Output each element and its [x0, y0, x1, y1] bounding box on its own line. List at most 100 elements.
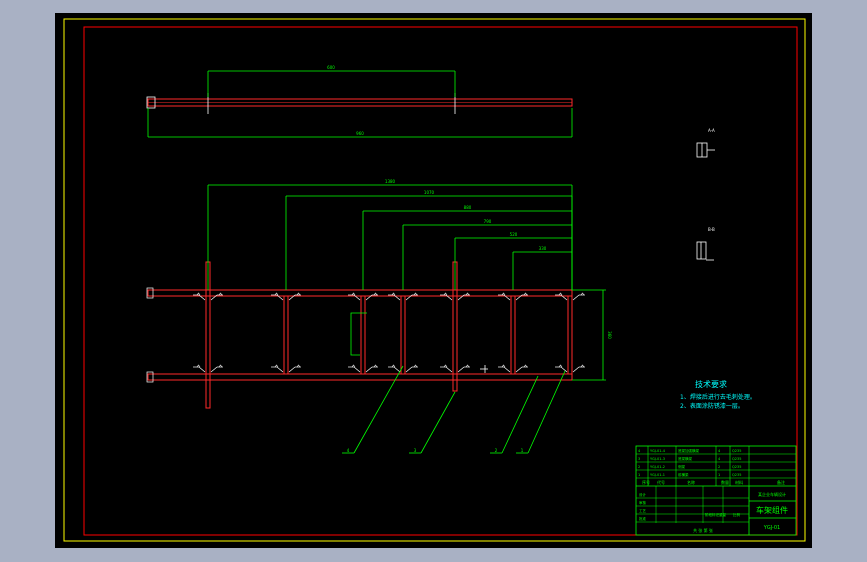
parts-cell-no: 4 — [638, 449, 641, 453]
weld-symbol — [193, 292, 206, 301]
weld-symbol — [271, 364, 284, 373]
weld-symbol — [271, 292, 284, 301]
sign-label: 工艺 — [639, 508, 647, 513]
weld-symbol — [572, 292, 585, 301]
cross-member — [360, 295, 366, 375]
header-no: 序号 — [642, 479, 650, 485]
signature-grid: 设计审核工艺批准阶段标记重量比例 — [636, 486, 749, 523]
plan-dimension-label: 330 — [539, 246, 547, 251]
parts-cell-code: YGJ-01-1 — [650, 473, 665, 477]
weld-symbol — [555, 292, 568, 301]
weld-symbol — [388, 364, 401, 373]
weld-symbol — [498, 364, 511, 373]
top-dim-upper: 600 — [327, 65, 335, 70]
weld-symbol — [348, 292, 361, 301]
scale-label: 比例 — [733, 512, 741, 517]
drawing-number: YGJ-01 — [763, 525, 780, 531]
parts-cell-qty: 2 — [718, 465, 720, 469]
weld-symbol — [193, 364, 206, 373]
cross-member — [510, 295, 516, 375]
part-balloon: 2 — [495, 448, 498, 453]
sign-label: 批准 — [639, 516, 647, 521]
weld-symbol — [288, 364, 301, 373]
weld-symbol — [365, 292, 378, 301]
parts-cell-code: YGJ-01-2 — [650, 465, 665, 469]
cross-members — [205, 261, 573, 409]
top-dim-lower: 960 — [356, 131, 364, 136]
weld-symbols — [193, 292, 585, 373]
parts-cell-material: Q235 — [732, 473, 741, 477]
tech-notes-line-1: 1、焊接后进行去毛刺处理。 — [680, 393, 756, 401]
outer-frame — [63, 18, 806, 542]
cross-member — [567, 295, 573, 375]
cross-member — [400, 295, 406, 375]
header-code: 代号 — [657, 479, 665, 485]
part-leaders: 4 3 2 1 — [342, 365, 566, 454]
technical-requirements: 技术要求 1、焊接后进行去毛刺处理。 2、表面涂防锈漆一层。 — [680, 379, 756, 410]
plan-dimension-label: 880 — [464, 205, 472, 210]
parts-cell-code: YGJ-01-4 — [650, 449, 666, 453]
weld-symbol — [440, 292, 453, 301]
side-beam-upper — [147, 289, 573, 297]
weld-symbol — [515, 292, 528, 301]
sheet-label: 共 张 第 张 — [693, 527, 713, 533]
tech-notes-title: 技术要求 — [695, 379, 727, 389]
part-balloon: 3 — [414, 448, 417, 453]
parts-cell-qty: 4 — [718, 457, 721, 461]
weld-symbol — [210, 292, 223, 301]
weld-symbol — [365, 364, 378, 373]
parts-cell-name: 侧梁 — [678, 464, 686, 469]
top-view: 600 960 — [146, 65, 573, 138]
inner-frame — [83, 26, 798, 536]
weld-symbol — [457, 364, 470, 373]
section-bb: B-B — [696, 227, 715, 261]
parts-cell-no: 1 — [638, 473, 640, 477]
parts-cell-code: YGJ-01-3 — [650, 457, 665, 461]
sign-label: 审核 — [639, 500, 647, 505]
weld-symbol — [440, 364, 453, 373]
weld-symbol — [555, 364, 568, 373]
part-balloon: 4 — [347, 448, 350, 453]
parts-cell-material: Q235 — [732, 449, 741, 453]
parts-cell-qty: 1 — [718, 473, 720, 477]
weld-symbol — [210, 364, 223, 373]
side-beam-lower — [147, 373, 573, 381]
weld-symbol — [405, 292, 418, 301]
company-name: 某企业车辆设计 — [758, 491, 786, 497]
sign-label: 设计 — [639, 492, 647, 497]
plan-dim-width: 360 — [607, 331, 612, 339]
weld-symbol — [348, 364, 361, 373]
plan-dimension-label: 1070 — [424, 190, 435, 195]
section-aa: A-A — [696, 128, 715, 158]
weld-symbol — [405, 364, 418, 373]
parts-cell-qty: 4 — [718, 449, 721, 453]
cross-member — [283, 295, 289, 375]
section-aa-label: A-A — [708, 128, 715, 133]
header-material: 材料 — [735, 479, 743, 485]
plan-dimension-label: 1380 — [385, 179, 396, 184]
header-note: 备注 — [777, 479, 785, 485]
weld-symbol — [515, 364, 528, 373]
tech-notes-line-2: 2、表面涂防锈漆一层。 — [680, 402, 744, 410]
parts-cell-material: Q235 — [732, 457, 741, 461]
header-name: 名称 — [687, 479, 695, 485]
parts-cell-name: 前横梁 — [678, 472, 689, 477]
parts-cell-no: 2 — [638, 465, 640, 469]
weld-symbol — [288, 292, 301, 301]
weld-symbol — [498, 292, 511, 301]
weld-symbol — [457, 292, 470, 301]
header-qty: 数量 — [721, 479, 729, 485]
plan-dimension-label: 790 — [484, 219, 492, 224]
part-balloon: 1 — [521, 448, 524, 453]
top-view-end-plate — [146, 96, 156, 109]
weld-symbol — [572, 364, 585, 373]
weld-symbol — [388, 292, 401, 301]
parts-cell-no: 3 — [638, 457, 640, 461]
drawing-title: 车架组件 — [756, 505, 788, 515]
